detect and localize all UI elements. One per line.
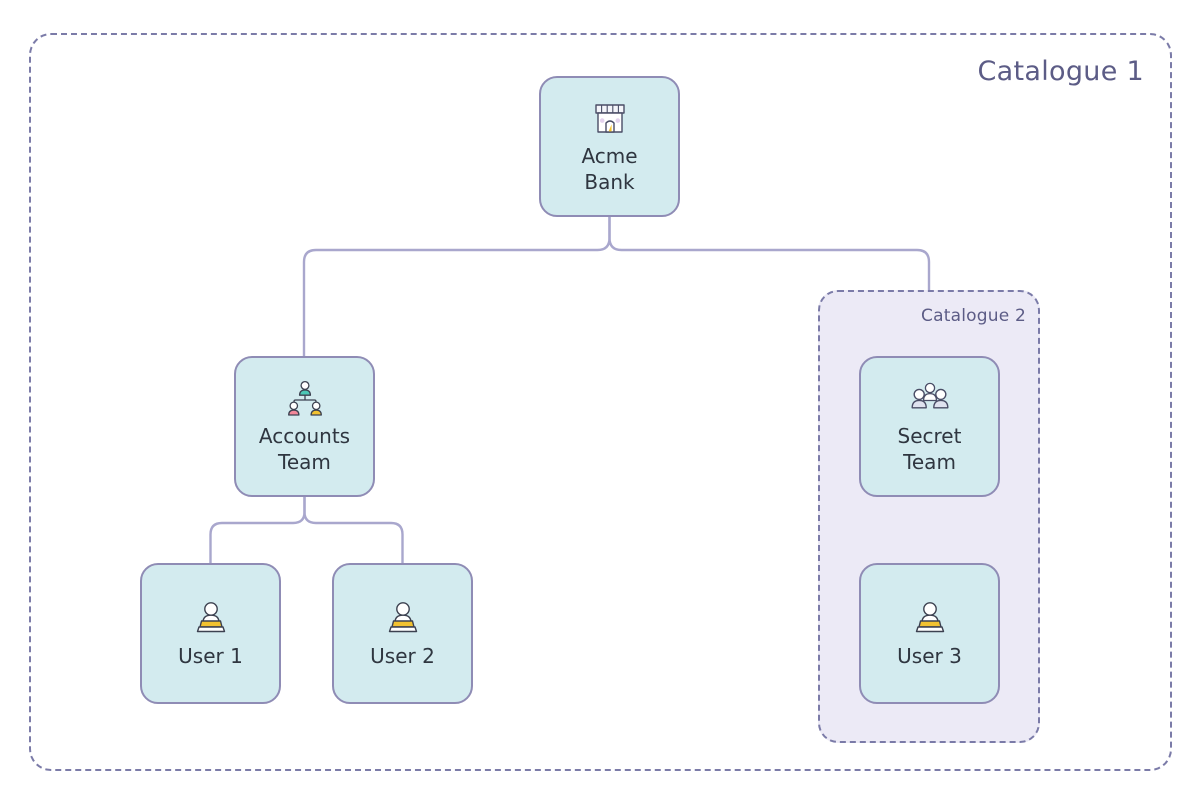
node-acme-bank[interactable]: Acme Bank [539,76,680,217]
node-secret-team-label: Secret Team [897,424,962,474]
user-laptop-icon [908,597,952,641]
catalogue-1-container[interactable]: Catalogue 1 [29,33,1172,771]
store-icon [588,97,632,141]
user-laptop-icon [381,597,425,641]
node-user-1[interactable]: User 1 [140,563,281,704]
node-secret-team[interactable]: Secret Team [859,356,1000,497]
team-hierarchy-icon [283,377,327,421]
node-user-3-label: User 3 [897,644,962,669]
node-user-3[interactable]: User 3 [859,563,1000,704]
node-acme-bank-label: Acme Bank [581,144,638,194]
node-accounts-team-label: Accounts Team [258,424,351,474]
catalogue-1-label: Catalogue 1 [977,56,1144,87]
node-user-2-label: User 2 [370,644,435,669]
node-user-1-label: User 1 [178,644,243,669]
user-laptop-icon [189,597,233,641]
catalogue-2-label: Catalogue 2 [921,306,1026,326]
node-accounts-team[interactable]: Accounts Team [234,356,375,497]
people-group-icon [908,377,952,421]
node-user-2[interactable]: User 2 [332,563,473,704]
